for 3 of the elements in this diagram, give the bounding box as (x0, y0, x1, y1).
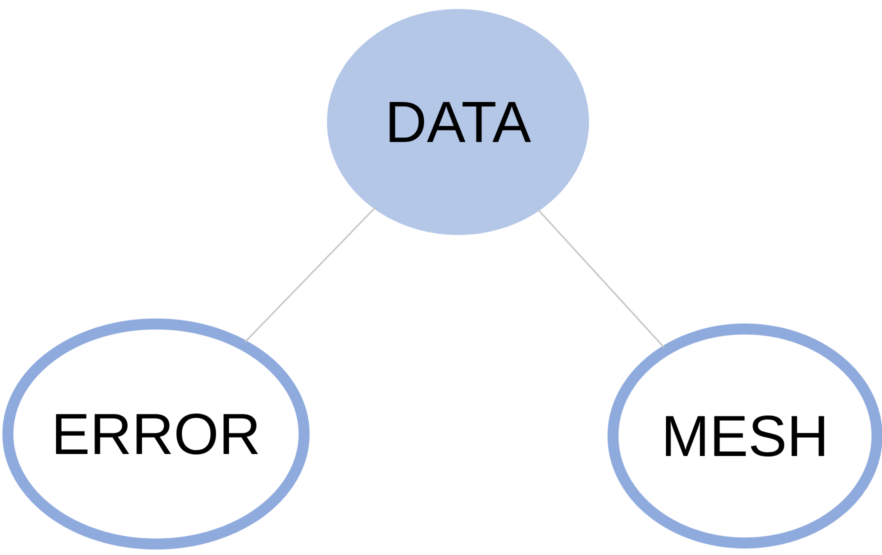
connector-line (537, 208, 665, 348)
connector-line (244, 206, 376, 343)
ellipse-node: ERROR (2, 318, 310, 550)
